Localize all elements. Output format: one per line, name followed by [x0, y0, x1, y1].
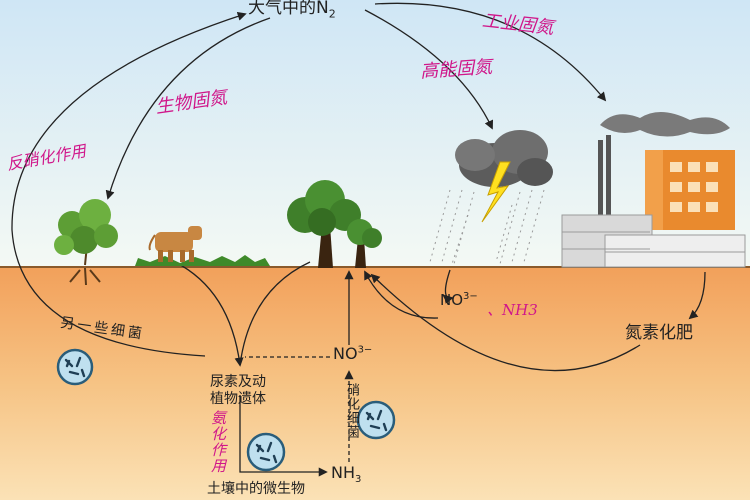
label-atmospheric-n2-text: 大气中的: [248, 0, 316, 18]
label-nh3-subscript: 3: [355, 474, 362, 486]
arrow-urea-to-nh3: [239, 395, 328, 477]
cow: [148, 226, 202, 262]
microbe-icon: [246, 432, 286, 472]
label-nitrogen-fertilizer: 氮素化肥: [625, 323, 693, 343]
tree: [287, 180, 382, 268]
arrow-tree-to-urea: [239, 261, 311, 366]
annotation-ammonification: 氨化作用: [209, 410, 227, 474]
soil: [0, 266, 750, 500]
label-no3-text: NO: [333, 344, 358, 363]
label-n2-subscript: 2: [328, 7, 336, 21]
arrow-fertilizer-to-tree: [370, 273, 641, 372]
label-ammonia: NH3: [331, 463, 361, 485]
label-urea-line1: 尿素及动: [210, 374, 266, 390]
arrow-n2-to-shrub: [105, 17, 271, 200]
factory: [561, 111, 746, 268]
label-no3-rain-charge: 3−: [463, 291, 478, 302]
microbe-icon: [56, 348, 94, 386]
arrow-factory-to-fertilizer: [688, 271, 706, 320]
label-n2-formula: N: [316, 0, 329, 18]
label-nitrate-soil: NO3−: [333, 344, 372, 363]
label-urea-remains: 尿素及动 植物遗体: [210, 374, 266, 408]
label-nitrifying-bacteria: 硝化细菌: [344, 383, 359, 439]
arrow-bacteria-to-n2: [11, 11, 247, 357]
label-no3-rain-text: NO: [440, 291, 464, 309]
rain: [429, 189, 545, 265]
label-nh3-base: NH: [331, 463, 355, 482]
label-nitrate-rain: NO3−: [440, 291, 478, 309]
label-urea-line2: 植物遗体: [210, 391, 266, 407]
label-no3-charge: 3−: [357, 344, 373, 356]
arrow-rain-to-no3: [444, 269, 454, 304]
arrow-n2-to-factory: [374, 2, 607, 102]
annotation-natural-fixation: 高能固氮: [419, 56, 493, 83]
arrow-n2-to-lightning: [364, 9, 494, 130]
annotation-nh3-rain: 、NH3: [487, 301, 538, 319]
label-soil-microbes: 土壤中的微生物: [207, 481, 305, 497]
microbe-icon: [356, 400, 396, 440]
label-atmospheric-n2: 大气中的N2: [248, 0, 336, 20]
lightning-bolt: [481, 161, 511, 223]
arrow-no3-rain-to-tree: [364, 270, 439, 319]
arrow-cow-to-urea: [174, 261, 244, 367]
shrub: [54, 199, 118, 286]
